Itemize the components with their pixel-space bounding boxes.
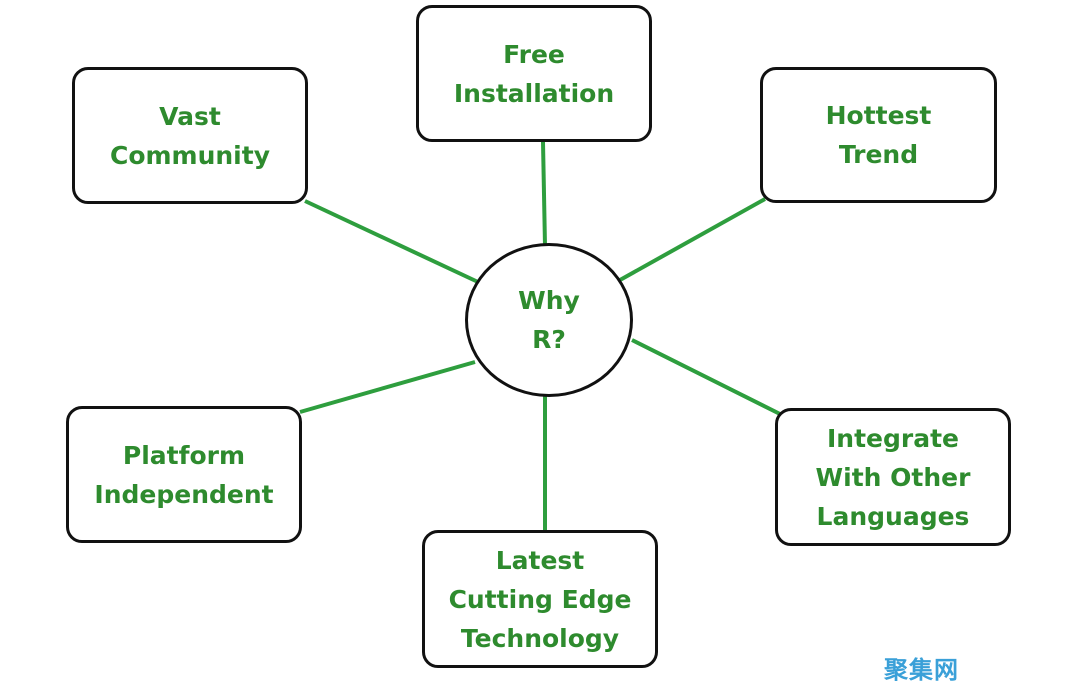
- connector-platform-independent: [299, 360, 476, 414]
- node-free-installation: Free Installation: [416, 5, 652, 142]
- connector-vast-community: [304, 199, 479, 284]
- node-hottest-trend: Hottest Trend: [760, 67, 997, 203]
- connector-free-installation: [541, 141, 547, 247]
- node-label: Free Installation: [453, 39, 615, 108]
- node-label: Integrate With Other Languages: [815, 423, 971, 531]
- node-label: Vast Community: [109, 101, 271, 170]
- node-label: Latest Cutting Edge Technology: [448, 545, 632, 653]
- watermark-logo: 聚集网: [884, 656, 959, 684]
- node-vast-community: Vast Community: [72, 67, 308, 204]
- node-integrate-languages: Integrate With Other Languages: [775, 408, 1011, 546]
- connector-integrate-languages: [631, 338, 781, 416]
- node-label: Platform Independent: [94, 440, 274, 509]
- connector-hottest-trend: [619, 197, 766, 282]
- node-latest-technology: Latest Cutting Edge Technology: [422, 530, 658, 668]
- node-label: Hottest Trend: [825, 101, 932, 169]
- node-platform-independent: Platform Independent: [66, 406, 302, 543]
- center-label: Why R?: [518, 286, 580, 354]
- center-why-r: Why R?: [465, 243, 633, 397]
